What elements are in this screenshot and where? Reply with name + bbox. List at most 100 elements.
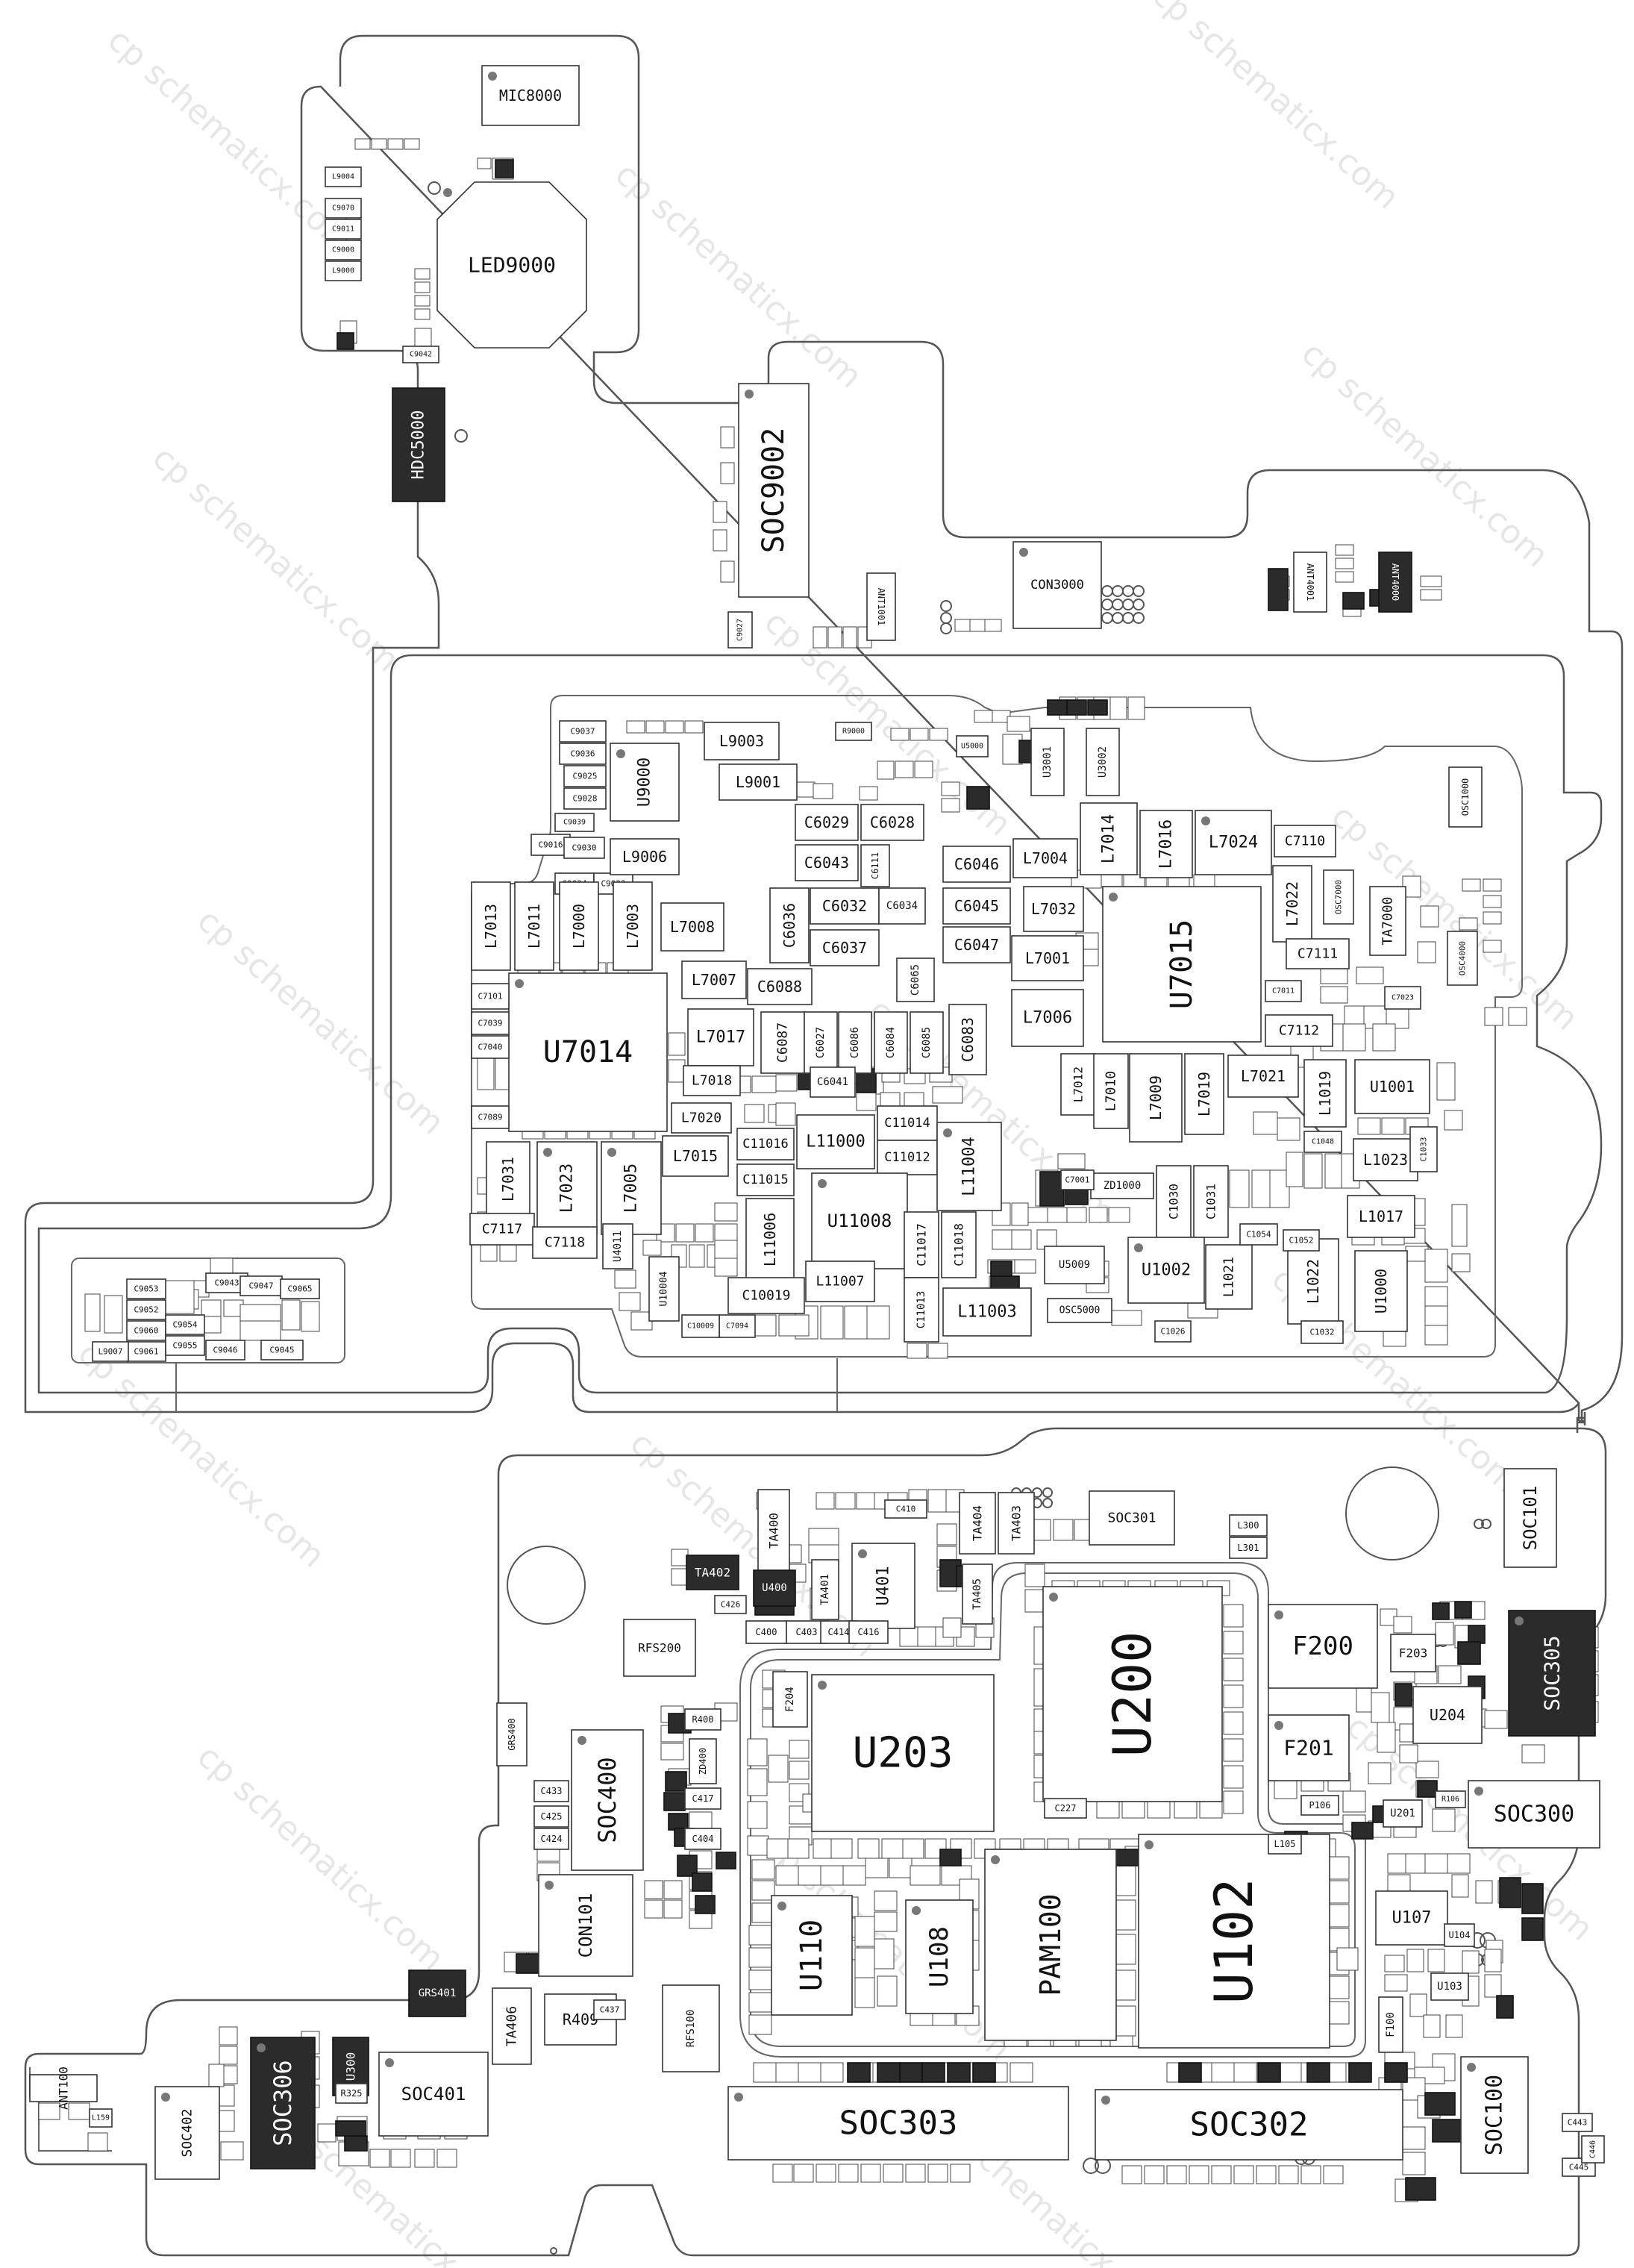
- small-passive-component: [874, 1938, 895, 1969]
- component-c7040: C7040: [471, 1035, 510, 1059]
- component-label: L1023: [1363, 1151, 1408, 1169]
- component-body: [1268, 1714, 1350, 1781]
- component-body: [1229, 1514, 1268, 1537]
- small-passive-component: [1393, 1616, 1412, 1634]
- small-passive-component: [1377, 1722, 1396, 1753]
- component-label: L1022: [1304, 1259, 1322, 1304]
- small-passive-component: [1211, 2165, 1232, 2184]
- small-passive-component: [1327, 2001, 1350, 2025]
- mounting-hole: [1122, 612, 1134, 624]
- dark-component: [516, 1953, 539, 1974]
- small-passive-component: [1007, 716, 1030, 732]
- small-passive-component: [1508, 1007, 1527, 1026]
- small-passive-component: [1011, 1202, 1029, 1226]
- component-body: [1283, 1229, 1320, 1252]
- component-body: [471, 1011, 510, 1035]
- component-l9003: L9003: [704, 722, 780, 760]
- component-body: [508, 972, 668, 1132]
- component-body: [559, 881, 599, 971]
- small-passive-component: [317, 2123, 336, 2143]
- small-passive-component: [859, 786, 878, 801]
- small-passive-component: [1402, 2152, 1426, 2175]
- dark-component: [663, 1792, 686, 1811]
- component-c9047: C9047: [240, 1275, 283, 1296]
- dark-component: [1394, 1683, 1412, 1707]
- component-label: C6036: [780, 903, 798, 948]
- component-body: [532, 1226, 598, 1259]
- small-passive-component: [1233, 2062, 1257, 2083]
- small-passive-component: [902, 1838, 924, 1859]
- component-label: C7011: [1272, 987, 1295, 996]
- component-body: [392, 387, 445, 502]
- component-label: SOC300: [1494, 1802, 1574, 1828]
- component-label: L7004: [1023, 849, 1068, 867]
- small-passive-component: [874, 1911, 898, 1932]
- component-l7014: L7014: [1080, 802, 1138, 875]
- component-label: SOC302: [1190, 2106, 1309, 2144]
- small-passive-component: [240, 1320, 281, 1341]
- component-body: [1503, 1468, 1557, 1568]
- small-passive-component: [1462, 1950, 1480, 1974]
- small-passive-component: [1300, 2165, 1321, 2184]
- small-passive-component: [748, 1992, 772, 2013]
- small-passive-component: [1047, 1207, 1068, 1223]
- small-passive-component: [1327, 1928, 1350, 1952]
- component-f203: F203: [1390, 1634, 1436, 1672]
- watermark-text: cp schematicx.com: [100, 21, 361, 262]
- small-passive-component: [1166, 2165, 1187, 2184]
- component-label: C9016: [538, 840, 563, 850]
- small-passive-component: [877, 760, 895, 780]
- component-ta7000: TA7000: [1369, 886, 1406, 956]
- component-label: C7117: [482, 1222, 522, 1237]
- component-label: C9042: [410, 351, 432, 359]
- lower-board-outline: [24, 1427, 1607, 2257]
- component-body: [610, 838, 680, 875]
- pin-one-marker: [161, 2093, 170, 2102]
- component-c9011: C9011: [325, 219, 362, 240]
- component-label: C11012: [884, 1150, 930, 1165]
- component-label: L11000: [806, 1133, 865, 1152]
- small-passive-component: [860, 2164, 881, 2183]
- small-passive-component: [1211, 2062, 1235, 2083]
- component-body: [884, 1499, 927, 1519]
- component-body: [727, 2086, 1069, 2161]
- component-c425: C425: [533, 1805, 569, 1828]
- small-passive-component: [865, 1858, 889, 1878]
- component-label: L7006: [1023, 1009, 1072, 1028]
- component-label: L7022: [1283, 881, 1301, 926]
- component-label: C7101: [478, 992, 502, 1002]
- small-passive-component: [1436, 1062, 1456, 1101]
- component-label: C9045: [269, 1346, 294, 1355]
- small-passive-component: [371, 138, 387, 150]
- small-passive-component: [866, 1305, 890, 1340]
- component-c9042: C9042: [402, 346, 439, 363]
- component-label: C1033: [1419, 1137, 1429, 1161]
- component-label: U7014: [543, 1035, 633, 1069]
- small-passive-component: [1193, 874, 1215, 887]
- small-passive-component: [1115, 1899, 1136, 1931]
- pin-one-marker: [545, 1881, 554, 1890]
- pin-one-marker: [1145, 1840, 1153, 1849]
- small-passive-component: [414, 308, 431, 320]
- component-ant4000: ANT4000: [1378, 552, 1412, 613]
- component-ta403: TA403: [998, 1492, 1035, 1555]
- pin-one-marker: [607, 1148, 616, 1157]
- component-body: [1139, 810, 1193, 878]
- component-body: [1468, 1780, 1600, 1849]
- component-body: [1184, 1053, 1224, 1135]
- component-body: [860, 844, 890, 887]
- component-l7017: L7017: [687, 1008, 754, 1066]
- component-body: [1138, 1834, 1330, 2049]
- component-l1022: L1022: [1287, 1238, 1339, 1325]
- component-label: OSC7000: [1334, 880, 1344, 914]
- component-body: [745, 1198, 795, 1281]
- component-c6088: C6088: [747, 968, 813, 1005]
- small-passive-component: [713, 501, 727, 523]
- small-passive-component: [798, 2062, 821, 2083]
- small-passive-component: [927, 1489, 947, 1513]
- small-passive-component: [671, 1568, 689, 1586]
- component-body: [796, 1114, 875, 1169]
- component-body: [563, 765, 607, 787]
- small-passive-component: [857, 1838, 880, 1859]
- small-passive-component: [1327, 1975, 1350, 1999]
